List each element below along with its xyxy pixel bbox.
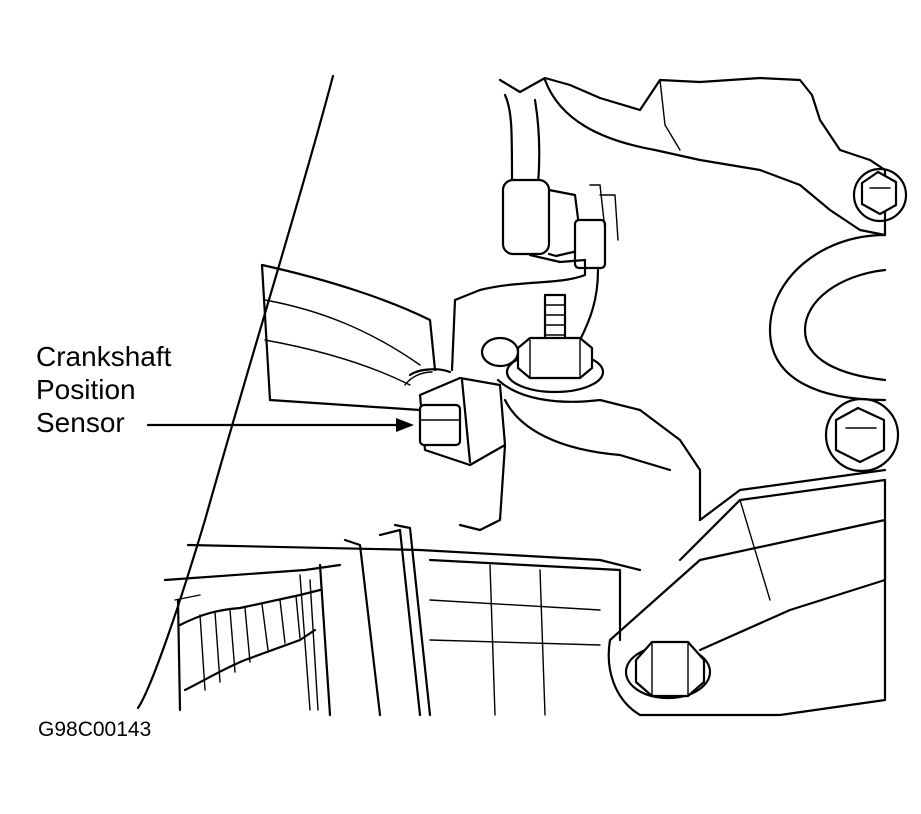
- callout-line-3: Sensor: [36, 407, 125, 438]
- engine-block-outline: [498, 76, 887, 237]
- round-boss-inner: [803, 268, 887, 382]
- case-line-4: [489, 564, 496, 716]
- rib-panel-left: [260, 263, 272, 402]
- pulley-face: [318, 563, 332, 717]
- case-line-5: [539, 569, 546, 716]
- round-boss: [768, 233, 887, 402]
- sensor-bracket: [496, 378, 702, 522]
- housing-front-edge: [458, 443, 507, 532]
- boot-ribs: [199, 595, 301, 691]
- housing-right-panel: [678, 478, 887, 652]
- callout-line-1: Crankshaft: [36, 341, 172, 372]
- upper-cable: [503, 93, 514, 182]
- right-bolt: [824, 397, 900, 473]
- housing-right-panel-line: [739, 499, 771, 601]
- callout-line-2: Position: [36, 374, 136, 405]
- rib-panel-bottom: [268, 398, 422, 412]
- mounting-stud: [543, 293, 567, 342]
- engine-block-inner: [543, 78, 887, 237]
- rib-line-2: [264, 339, 411, 386]
- sensor-nut: [505, 336, 605, 394]
- pulley-left: [343, 538, 382, 717]
- panel-edge-line: [136, 74, 335, 710]
- drive-shaft-end: [176, 598, 182, 712]
- housing-top-edge: [186, 543, 642, 572]
- sensor-bracket-lower: [503, 398, 672, 472]
- figure-id: G98C00143: [38, 718, 152, 741]
- housing-step: [698, 468, 887, 522]
- crankshaft-sensor-body: [404, 368, 507, 467]
- callout-label: Crankshaft Position Sensor: [36, 340, 171, 439]
- lower-flange: [607, 518, 887, 717]
- upper-wire-run-2: [578, 268, 600, 342]
- pulley-rim: [393, 523, 432, 717]
- case-line-2: [429, 599, 601, 611]
- case-line-1: [428, 558, 622, 642]
- case-line-3: [429, 639, 601, 646]
- rib-panel-top: [260, 263, 437, 372]
- housing-bottom-inner: [174, 594, 201, 601]
- housing-bottom-edge: [163, 563, 342, 582]
- rib-line-1: [264, 299, 421, 366]
- upper-cable-side: [533, 98, 541, 187]
- upper-connector: [501, 178, 619, 270]
- small-dowel: [480, 336, 520, 368]
- callout-arrowhead: [396, 418, 414, 432]
- block-ridge: [659, 79, 681, 151]
- drive-shaft-boot-lower: [183, 628, 317, 692]
- lower-right-bolt: [624, 640, 712, 700]
- upper-right-bolt: [852, 167, 908, 223]
- upper-wire-run: [450, 253, 587, 372]
- pulley-right: [378, 528, 422, 717]
- pulley-face-lines: [299, 574, 319, 711]
